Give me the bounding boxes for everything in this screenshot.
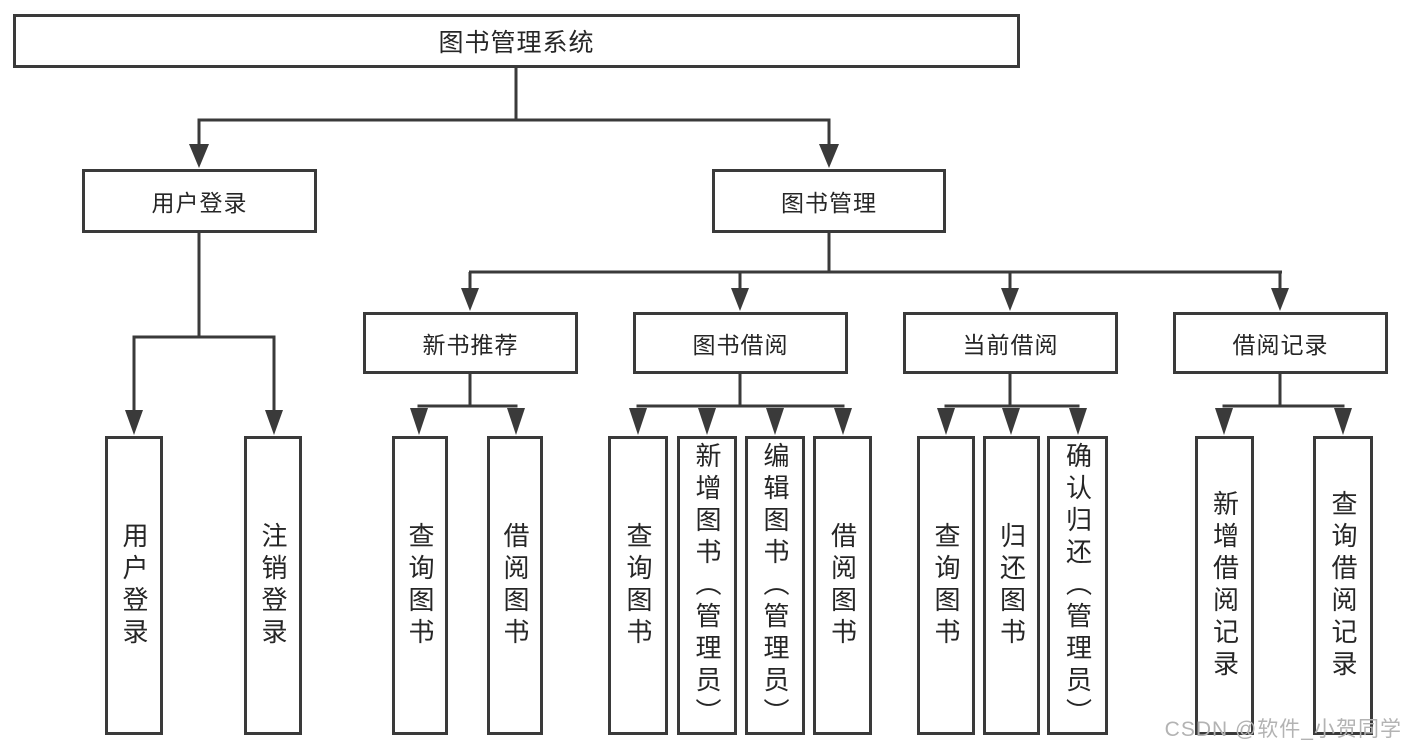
node-leaf-user-login: 用户登录 — [105, 436, 163, 735]
node-label: 查询图书 — [931, 521, 961, 650]
node-user-login: 用户登录 — [82, 169, 317, 233]
node-leaf-logout: 注销登录 — [244, 436, 302, 735]
node-label: 新书推荐 — [422, 332, 519, 358]
node-label: 查询图书 — [623, 521, 653, 650]
node-label: 确认归还（管理员） — [1062, 441, 1093, 730]
node-leaf-add-borrow-record: 新增借阅记录 — [1195, 436, 1254, 735]
node-label: 借阅图书 — [500, 521, 530, 650]
node-label: 当前借阅 — [962, 332, 1059, 358]
node-label: 借阅记录 — [1232, 332, 1329, 358]
node-label: 新增图书（管理员） — [692, 441, 722, 730]
node-leaf-borrow-books-2: 借阅图书 — [813, 436, 872, 735]
node-label: 图书管理系统 — [438, 29, 595, 57]
node-leaf-return-book: 归还图书 — [983, 436, 1040, 735]
node-label: 归还图书 — [996, 521, 1027, 650]
node-label: 查询图书 — [405, 521, 435, 650]
node-book-borrowing: 图书借阅 — [633, 312, 848, 374]
node-label: 新增借阅记录 — [1209, 489, 1240, 682]
node-leaf-confirm-return-admin: 确认归还（管理员） — [1047, 436, 1108, 735]
node-label: 用户登录 — [151, 190, 248, 216]
node-label: 查询借阅记录 — [1328, 489, 1358, 682]
node-label: 编辑图书（管理员） — [760, 441, 790, 730]
node-label: 借阅图书 — [827, 521, 858, 650]
node-leaf-query-books-2: 查询图书 — [608, 436, 668, 735]
node-new-book-recommend: 新书推荐 — [363, 312, 578, 374]
node-borrowing-records: 借阅记录 — [1173, 312, 1388, 374]
node-book-management: 图书管理 — [712, 169, 946, 233]
node-leaf-query-borrow-record: 查询借阅记录 — [1313, 436, 1373, 735]
node-label: 图书借阅 — [692, 332, 789, 358]
node-leaf-add-book-admin: 新增图书（管理员） — [677, 436, 737, 735]
node-leaf-query-books-1: 查询图书 — [392, 436, 448, 735]
node-leaf-borrow-books-1: 借阅图书 — [487, 436, 543, 735]
csdn-watermark: CSDN @软件_小贺同学 — [1164, 718, 1402, 741]
node-label: 注销登录 — [258, 521, 288, 650]
node-library-management-system: 图书管理系统 — [13, 14, 1020, 68]
node-leaf-query-books-3: 查询图书 — [917, 436, 975, 735]
node-current-borrowing: 当前借阅 — [903, 312, 1118, 374]
node-label: 图书管理 — [781, 190, 877, 216]
node-leaf-edit-book-admin: 编辑图书（管理员） — [745, 436, 805, 735]
node-label: 用户登录 — [119, 521, 149, 650]
